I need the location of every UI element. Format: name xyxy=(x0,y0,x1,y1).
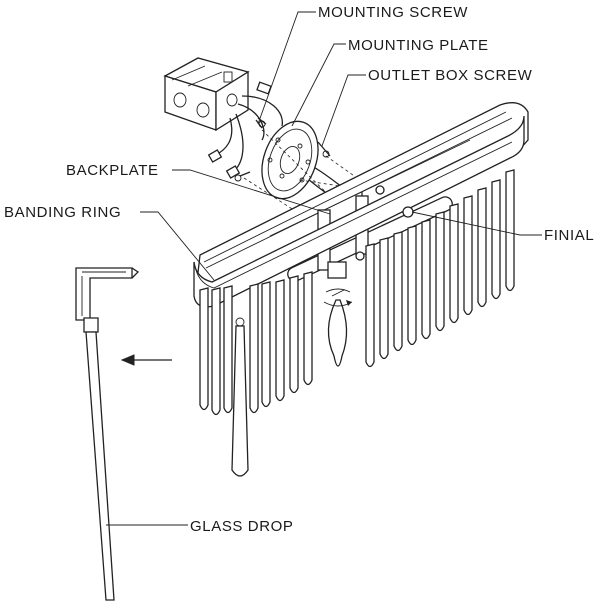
label-backplate: BACKPLATE xyxy=(66,162,331,215)
label-finial: FINIAL xyxy=(411,211,594,244)
finial xyxy=(355,185,414,261)
label-text: MOUNTING SCREW xyxy=(318,4,468,21)
label-text: FINIAL xyxy=(544,227,594,244)
label-mounting-screw: MOUNTING SCREW xyxy=(257,4,468,125)
outlet-box xyxy=(163,57,250,132)
label-glass-drop: GLASS DROP xyxy=(106,518,294,535)
arrow-left-icon xyxy=(120,354,172,366)
label-text: OUTLET BOX SCREW xyxy=(368,67,533,84)
label-text: BANDING RING xyxy=(4,204,121,221)
mounting-plate xyxy=(261,120,319,200)
label-outlet-box-screw: OUTLET BOX SCREW xyxy=(321,67,533,147)
glass-drops-installed xyxy=(199,169,515,416)
label-text: MOUNTING PLATE xyxy=(348,37,489,54)
glass-drop-detail xyxy=(75,267,140,601)
glass-drop-detached xyxy=(231,317,249,477)
label-text: GLASS DROP xyxy=(190,518,294,535)
bulb-icon xyxy=(325,261,351,367)
label-text: BACKPLATE xyxy=(66,162,159,179)
rotate-icon xyxy=(323,300,353,307)
label-mounting-plate: MOUNTING PLATE xyxy=(291,37,489,127)
label-banding-ring: BANDING RING xyxy=(4,204,215,281)
outlet-box-screw xyxy=(317,141,331,158)
